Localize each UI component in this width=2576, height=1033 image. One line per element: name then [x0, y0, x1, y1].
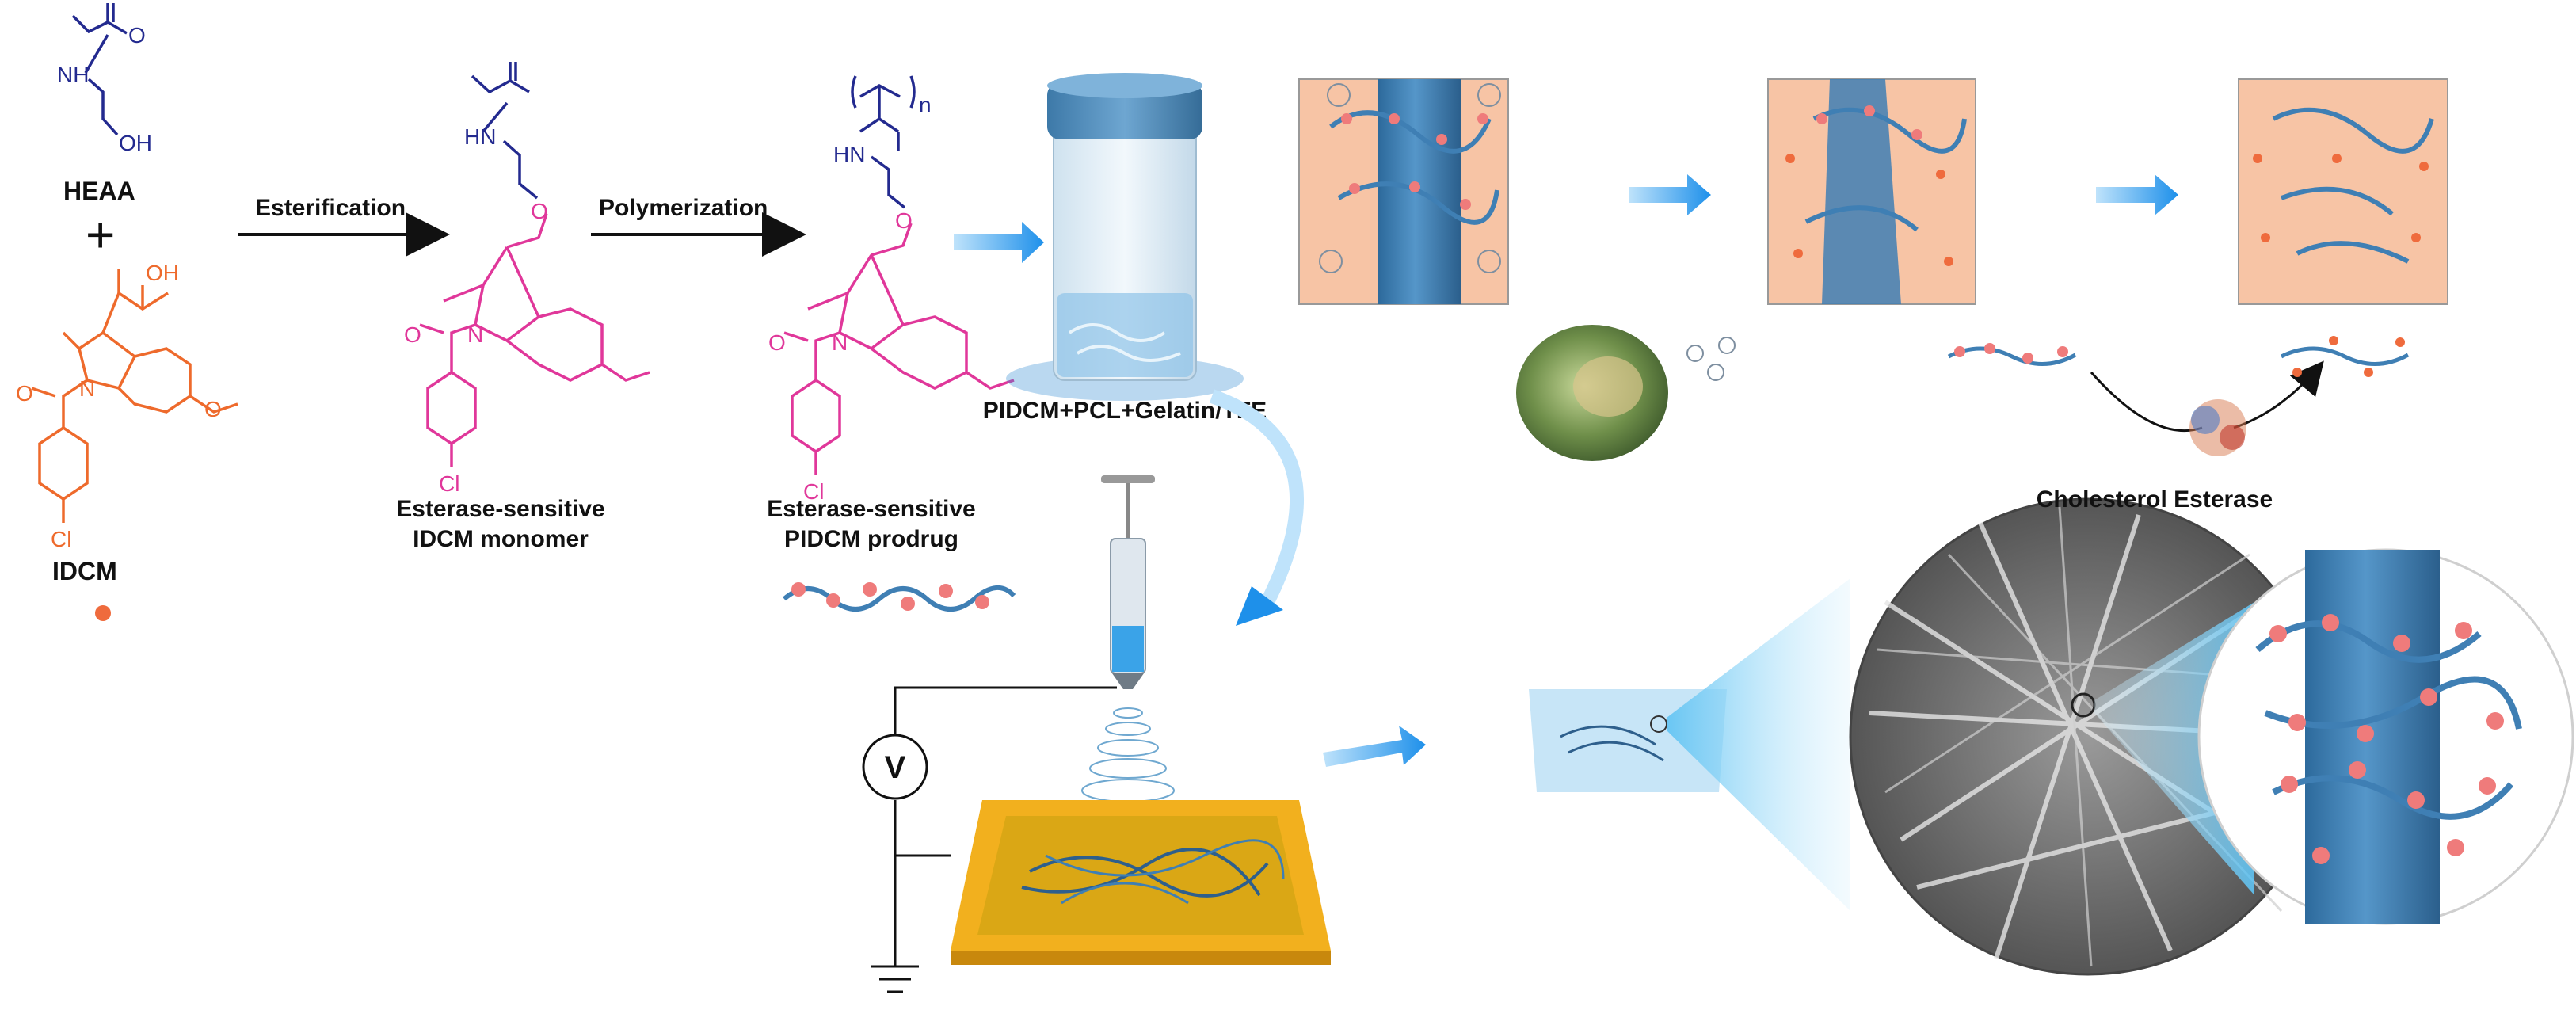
prodrug-hn-label: HN	[833, 142, 865, 166]
heaa-nh-label: NH	[57, 63, 89, 87]
monomer-caption-line1: Esterase-sensitive	[396, 496, 605, 522]
sem-image-circle	[1849, 497, 2327, 976]
zoom-beam-left	[1667, 578, 1850, 911]
monomer-hn-label: HN	[464, 124, 496, 149]
idcm-oh-label: OH	[146, 261, 179, 285]
degradation-panel-2	[1767, 78, 1976, 305]
monomer-ester-o-label: O	[531, 199, 548, 223]
polymer-chain-symbol	[783, 582, 1016, 612]
fiber-detail-circle	[2197, 548, 2574, 925]
enzyme-label: Cholesterol Esterase	[2037, 486, 2273, 513]
solution-jar	[1006, 73, 1244, 401]
macrophage-cell	[1516, 325, 1736, 461]
plus-sign: +	[86, 206, 115, 263]
prodrug-ester-o-label: O	[895, 208, 913, 233]
voltmeter-label: V	[885, 750, 906, 785]
monomer-cl-label: Cl	[439, 471, 459, 496]
degradation-panel-3	[2238, 78, 2448, 305]
degradation-arrow-2	[2096, 174, 2178, 215]
prodrug-structure	[783, 75, 1015, 475]
circuit-wires	[871, 686, 1117, 993]
heaa-structure	[71, 3, 128, 136]
prodrug-caption-line1: Esterase-sensitive	[767, 496, 976, 522]
heaa-name: HEAA	[63, 177, 135, 205]
heaa-o-label: O	[128, 23, 146, 48]
idcm-ome-o-label: O	[204, 397, 222, 421]
monomer-caption-line2: IDCM monomer	[413, 526, 589, 552]
monomer-o-label: O	[404, 322, 421, 347]
solution-arrow	[954, 222, 1044, 263]
idcm-structure	[31, 269, 238, 523]
idcm-name: IDCM	[52, 557, 117, 585]
degradation-arrow-1	[1629, 174, 1711, 215]
prodrug-n-subscript: n	[919, 93, 932, 117]
polymerization-label: Polymerization	[599, 195, 768, 221]
jar-to-spinner-arrow	[1209, 389, 1305, 626]
esterification-label: Esterification	[255, 195, 406, 221]
syringe	[1101, 475, 1155, 689]
voltmeter: V	[862, 734, 928, 800]
enzymatic-cleavage-scheme	[1947, 336, 2410, 456]
prodrug-o-label: O	[768, 330, 786, 355]
idcm-cl-label: Cl	[51, 527, 71, 551]
idcm-n-label: N	[79, 376, 95, 401]
prodrug-n-label: N	[832, 330, 848, 355]
monomer-structure	[419, 62, 650, 467]
monomer-n-label: N	[467, 322, 483, 347]
idcm-o-label: O	[16, 381, 33, 406]
collector-plate	[951, 800, 1331, 965]
degradation-panel-1	[1298, 78, 1509, 305]
idcm-bead-symbol	[95, 605, 111, 621]
to-scaffold-arrow	[1323, 726, 1426, 767]
prodrug-cl-label: Cl	[803, 479, 824, 504]
heaa-oh-label: OH	[119, 131, 152, 155]
prodrug-caption-line2: PIDCM prodrug	[784, 526, 958, 552]
